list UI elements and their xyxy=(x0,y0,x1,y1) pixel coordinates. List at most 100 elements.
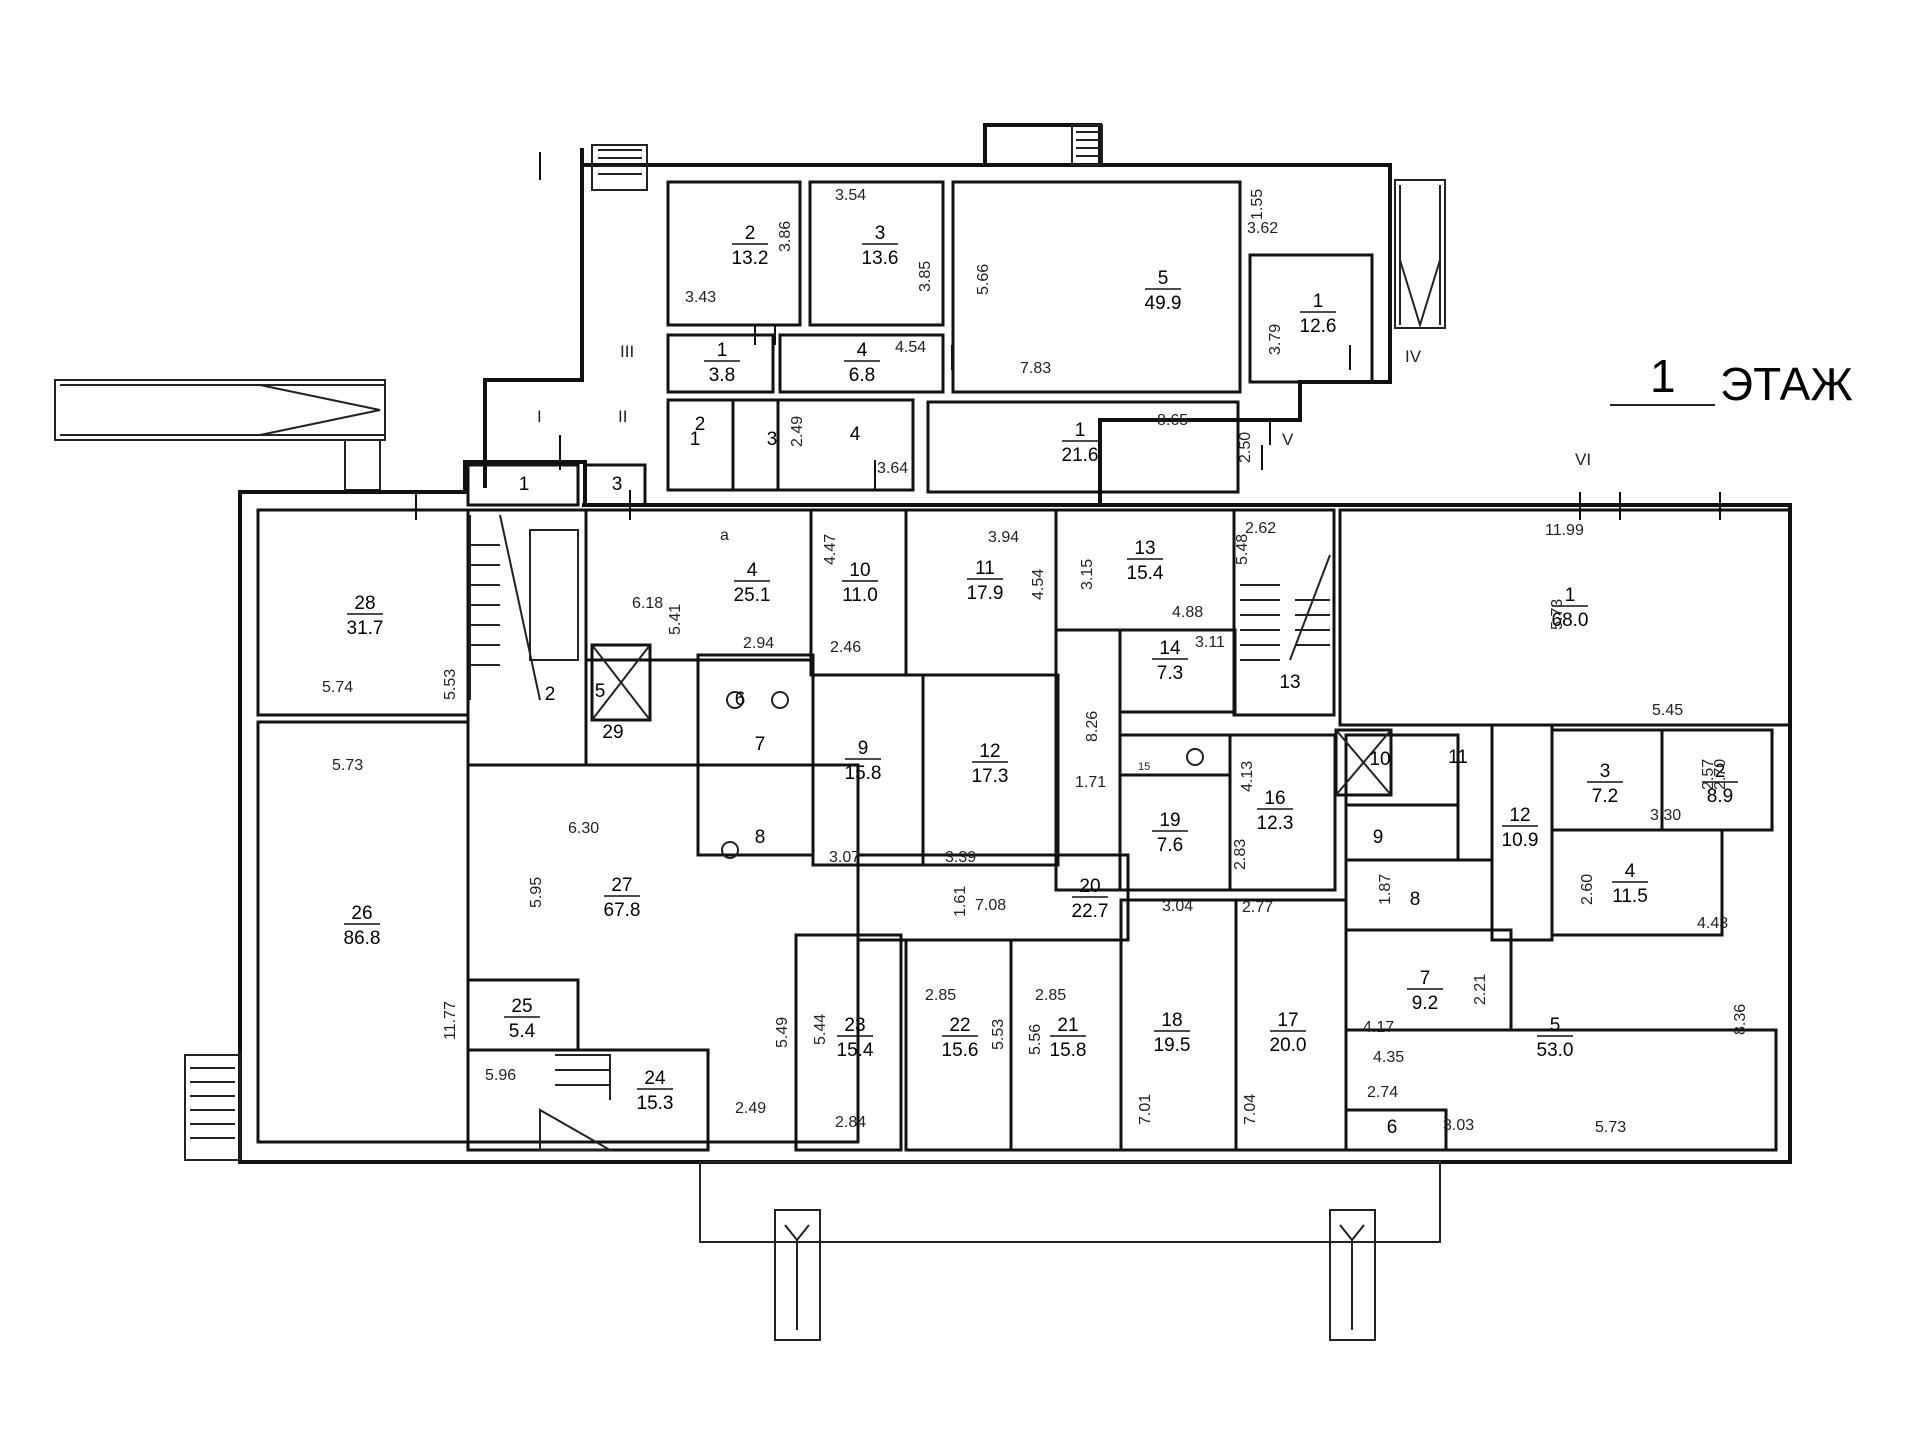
room-number: 1 xyxy=(1075,420,1086,441)
room-number-plain: 5 xyxy=(595,681,606,702)
room-number: 7 xyxy=(1420,968,1431,989)
dimension-label: 3.64 xyxy=(877,460,908,477)
dimension-label: 5.49 xyxy=(774,1017,791,1048)
room-area: 17.9 xyxy=(967,583,1004,604)
dimension-label: 4.54 xyxy=(1030,569,1047,600)
roman-I: I xyxy=(537,407,542,426)
dimension-label: 3.86 xyxy=(777,221,794,252)
room-area: 31.7 xyxy=(347,618,384,639)
dimension-label: 11.77 xyxy=(442,1001,459,1040)
dimension-label: 3.94 xyxy=(988,529,1019,546)
room-number: 20 xyxy=(1079,876,1100,897)
dimension-label: 6.30 xyxy=(568,820,599,837)
room-area: 67.8 xyxy=(604,900,641,921)
room-number: 10 xyxy=(849,560,870,581)
room-area: 3.8 xyxy=(709,365,735,386)
room-number: 23 xyxy=(844,1015,865,1036)
room-area: 15.4 xyxy=(1127,563,1164,584)
dimension-label: 2.85 xyxy=(925,987,956,1004)
dimension-label: 5.96 xyxy=(485,1067,516,1084)
dimension-label: 4.54 xyxy=(895,339,926,356)
dimension-label: 1.71 xyxy=(1075,774,1106,791)
room-number: 4 xyxy=(747,560,758,581)
room-number-plain: 29 xyxy=(602,722,623,743)
floor-number: 1 xyxy=(1650,350,1676,402)
room-area: 20.0 xyxy=(1270,1035,1307,1056)
room-number: 26 xyxy=(351,903,372,924)
mark-a: а xyxy=(720,527,729,544)
room-number-plain: 11 xyxy=(1448,747,1468,768)
room-number: 18 xyxy=(1161,1010,1182,1031)
room-number-plain: 13 xyxy=(1279,672,1300,693)
mark-15: 15 xyxy=(1138,761,1150,773)
dimension-label: 2.62 xyxy=(1245,520,1276,537)
stair-24 xyxy=(539,1054,614,1151)
room-number-plain: 7 xyxy=(755,734,766,755)
dimension-label: 5.73 xyxy=(332,757,363,774)
room-number: 9 xyxy=(858,738,869,759)
dimension-label: 5.45 xyxy=(1652,702,1683,719)
room-area: 7.6 xyxy=(1157,835,1183,856)
dimension-label: 2.83 xyxy=(1232,839,1249,870)
dimension-label: 2.85 xyxy=(1035,987,1066,1004)
room-label-n1vi: 168.0 xyxy=(1552,585,1589,631)
dimension-label: 7.83 xyxy=(1020,360,1051,377)
dimension-label: 3.43 xyxy=(685,289,716,306)
room-label-n18: 18 19.5 xyxy=(1154,1010,1191,1056)
dimension-label: 8.65 xyxy=(1157,412,1188,429)
dimension-label: 2.49 xyxy=(735,1100,766,1117)
room-number: 21 xyxy=(1057,1015,1078,1036)
room-area: 15.8 xyxy=(1050,1040,1087,1061)
dimension-label: 4.17 xyxy=(1363,1019,1394,1036)
dimension-label: 3.04 xyxy=(1162,898,1193,915)
dimension-label: 3.85 xyxy=(917,261,934,292)
dimension-label: 1.55 xyxy=(1249,189,1266,220)
dimension-label: 5.74 xyxy=(322,679,353,696)
dimension-label: 3.11 xyxy=(1195,634,1225,651)
dimension-label: 5.73 xyxy=(1595,1119,1626,1136)
room-label-n21: 21 15.8 xyxy=(1050,1015,1087,1061)
roman-VI: VI xyxy=(1575,450,1591,469)
room-number: 25 xyxy=(511,996,532,1017)
room-area: 11.5 xyxy=(1612,886,1648,907)
dimension-label: 3.15 xyxy=(1079,559,1096,590)
dimension-label: 5.44 xyxy=(812,1014,829,1045)
room-number: 2 xyxy=(745,223,756,244)
room-number-plain: 6 xyxy=(1387,1117,1398,1138)
dimension-label: 11.99 xyxy=(1545,522,1584,539)
roman-III: III xyxy=(620,342,634,361)
room-number-plain: 4 xyxy=(850,424,861,445)
room-label-n2: 213.2 xyxy=(732,223,769,269)
dimension-label: 4.13 xyxy=(1239,761,1256,792)
dimension-label: 3.07 xyxy=(829,849,860,866)
dimension-label: 4.43 xyxy=(1697,915,1728,932)
room-area: 10.9 xyxy=(1502,830,1539,851)
room-number: 3 xyxy=(1600,761,1611,782)
top-stair-left xyxy=(591,144,648,191)
room-area: 13.6 xyxy=(862,248,899,269)
dimension-label: 7.01 xyxy=(1137,1094,1154,1125)
room-area: 49.9 xyxy=(1145,293,1182,314)
room-label-n9: 915.8 xyxy=(845,738,882,784)
dimension-label: 2.57 xyxy=(1700,759,1717,790)
room-number-plain: 2 xyxy=(695,414,706,435)
room-area: 68.0 xyxy=(1552,610,1589,631)
dimension-label: 3.62 xyxy=(1247,220,1278,237)
room-number-plain: 3 xyxy=(767,429,778,450)
room-area: 25.1 xyxy=(734,585,771,606)
ramp-right-annex xyxy=(1394,179,1446,329)
room-number-plain: 2 xyxy=(545,684,556,705)
room-number: 2 xyxy=(1715,761,1726,782)
room-area: 19.5 xyxy=(1154,1035,1191,1056)
dimension-label: 2.21 xyxy=(1472,974,1489,1005)
